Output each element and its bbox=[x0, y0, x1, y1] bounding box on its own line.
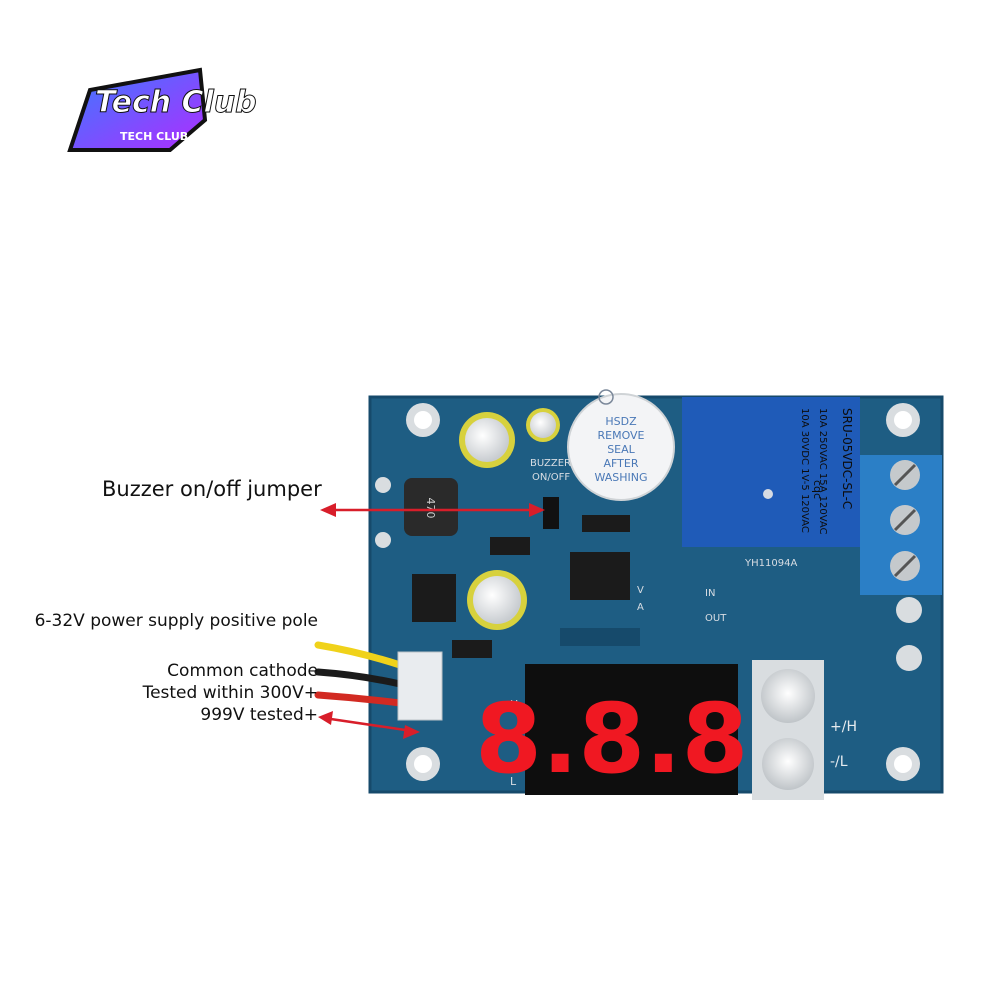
electrolytic-capacitor bbox=[526, 408, 560, 442]
mounting-hole bbox=[406, 747, 440, 781]
svg-text:cqc: cqc bbox=[811, 480, 824, 499]
seven-segment-display: 8.8.8. bbox=[475, 664, 785, 795]
svg-text:470: 470 bbox=[424, 498, 437, 519]
svg-text:REMOVE: REMOVE bbox=[597, 429, 644, 442]
pin-label-a: A bbox=[637, 602, 644, 613]
screw-terminal bbox=[860, 455, 942, 595]
buzzer-jumper-label: Buzzer on/off jumper bbox=[102, 477, 322, 501]
power-positive-label: 6-32V power supply positive pole bbox=[34, 611, 318, 631]
buzzer: HSDZ REMOVE SEAL AFTER WASHING bbox=[567, 389, 675, 501]
svg-text:BUZZER: BUZZER bbox=[530, 458, 571, 469]
common-cathode-label: Common cathode bbox=[167, 661, 318, 681]
diode bbox=[452, 640, 492, 658]
microcontroller-chip bbox=[570, 552, 630, 600]
svg-text:SEAL: SEAL bbox=[607, 443, 635, 456]
diode bbox=[582, 515, 630, 532]
logo-sub-text: TECH CLUB bbox=[120, 130, 188, 143]
down-button: -/L bbox=[752, 730, 848, 800]
electrolytic-capacitor bbox=[459, 412, 515, 468]
input-wires bbox=[314, 641, 443, 721]
relay: SRU-05VDC-SL-C 10A 250VAC 15A 120VAC 10A… bbox=[682, 397, 860, 569]
display-readout: 8.8.8. bbox=[475, 683, 785, 795]
inductor: 470 bbox=[404, 478, 458, 536]
diode bbox=[490, 537, 530, 555]
header-pins bbox=[560, 628, 640, 646]
regulator-chip bbox=[412, 574, 456, 622]
tech-club-logo: Tech Club TECH CLUB bbox=[67, 67, 257, 152]
pin-label-out: OUT bbox=[705, 613, 727, 624]
buzzer-jumper: BUZZER ON/OFF bbox=[530, 458, 571, 529]
tested-300-label: Tested within 300V+ bbox=[142, 683, 318, 703]
side-label-h: H bbox=[510, 698, 518, 711]
svg-text:ON/OFF: ON/OFF bbox=[532, 472, 570, 483]
side-label-l: L bbox=[510, 775, 517, 788]
button-down-label: -/L bbox=[830, 754, 848, 770]
svg-text:AFTER: AFTER bbox=[604, 457, 639, 470]
button-up-label: +/H bbox=[830, 719, 857, 735]
tested-arrow bbox=[318, 711, 420, 739]
svg-text:HSDZ: HSDZ bbox=[605, 415, 637, 428]
svg-text:WASHING: WASHING bbox=[594, 471, 647, 484]
buzzer-arrow bbox=[320, 503, 545, 517]
mounting-hole bbox=[886, 747, 920, 781]
svg-text:10A 30VDC 1V-5 120VAC: 10A 30VDC 1V-5 120VAC bbox=[799, 408, 810, 533]
svg-text:SRU-05VDC-SL-C: SRU-05VDC-SL-C bbox=[840, 408, 854, 509]
logo-main-text: Tech Club bbox=[95, 85, 257, 120]
mounting-hole bbox=[886, 403, 920, 437]
svg-text:10A 250VAC 15A 120VAC: 10A 250VAC 15A 120VAC bbox=[817, 408, 828, 535]
svg-text:YH11094A: YH11094A bbox=[744, 558, 797, 569]
up-button: +/H bbox=[752, 660, 857, 735]
mounting-hole bbox=[406, 403, 440, 437]
pin-label-in: IN bbox=[705, 588, 715, 599]
tested-999-label: 999V tested+ bbox=[200, 705, 318, 725]
pin-label-v: V bbox=[637, 585, 644, 596]
electrolytic-capacitor bbox=[467, 570, 527, 630]
